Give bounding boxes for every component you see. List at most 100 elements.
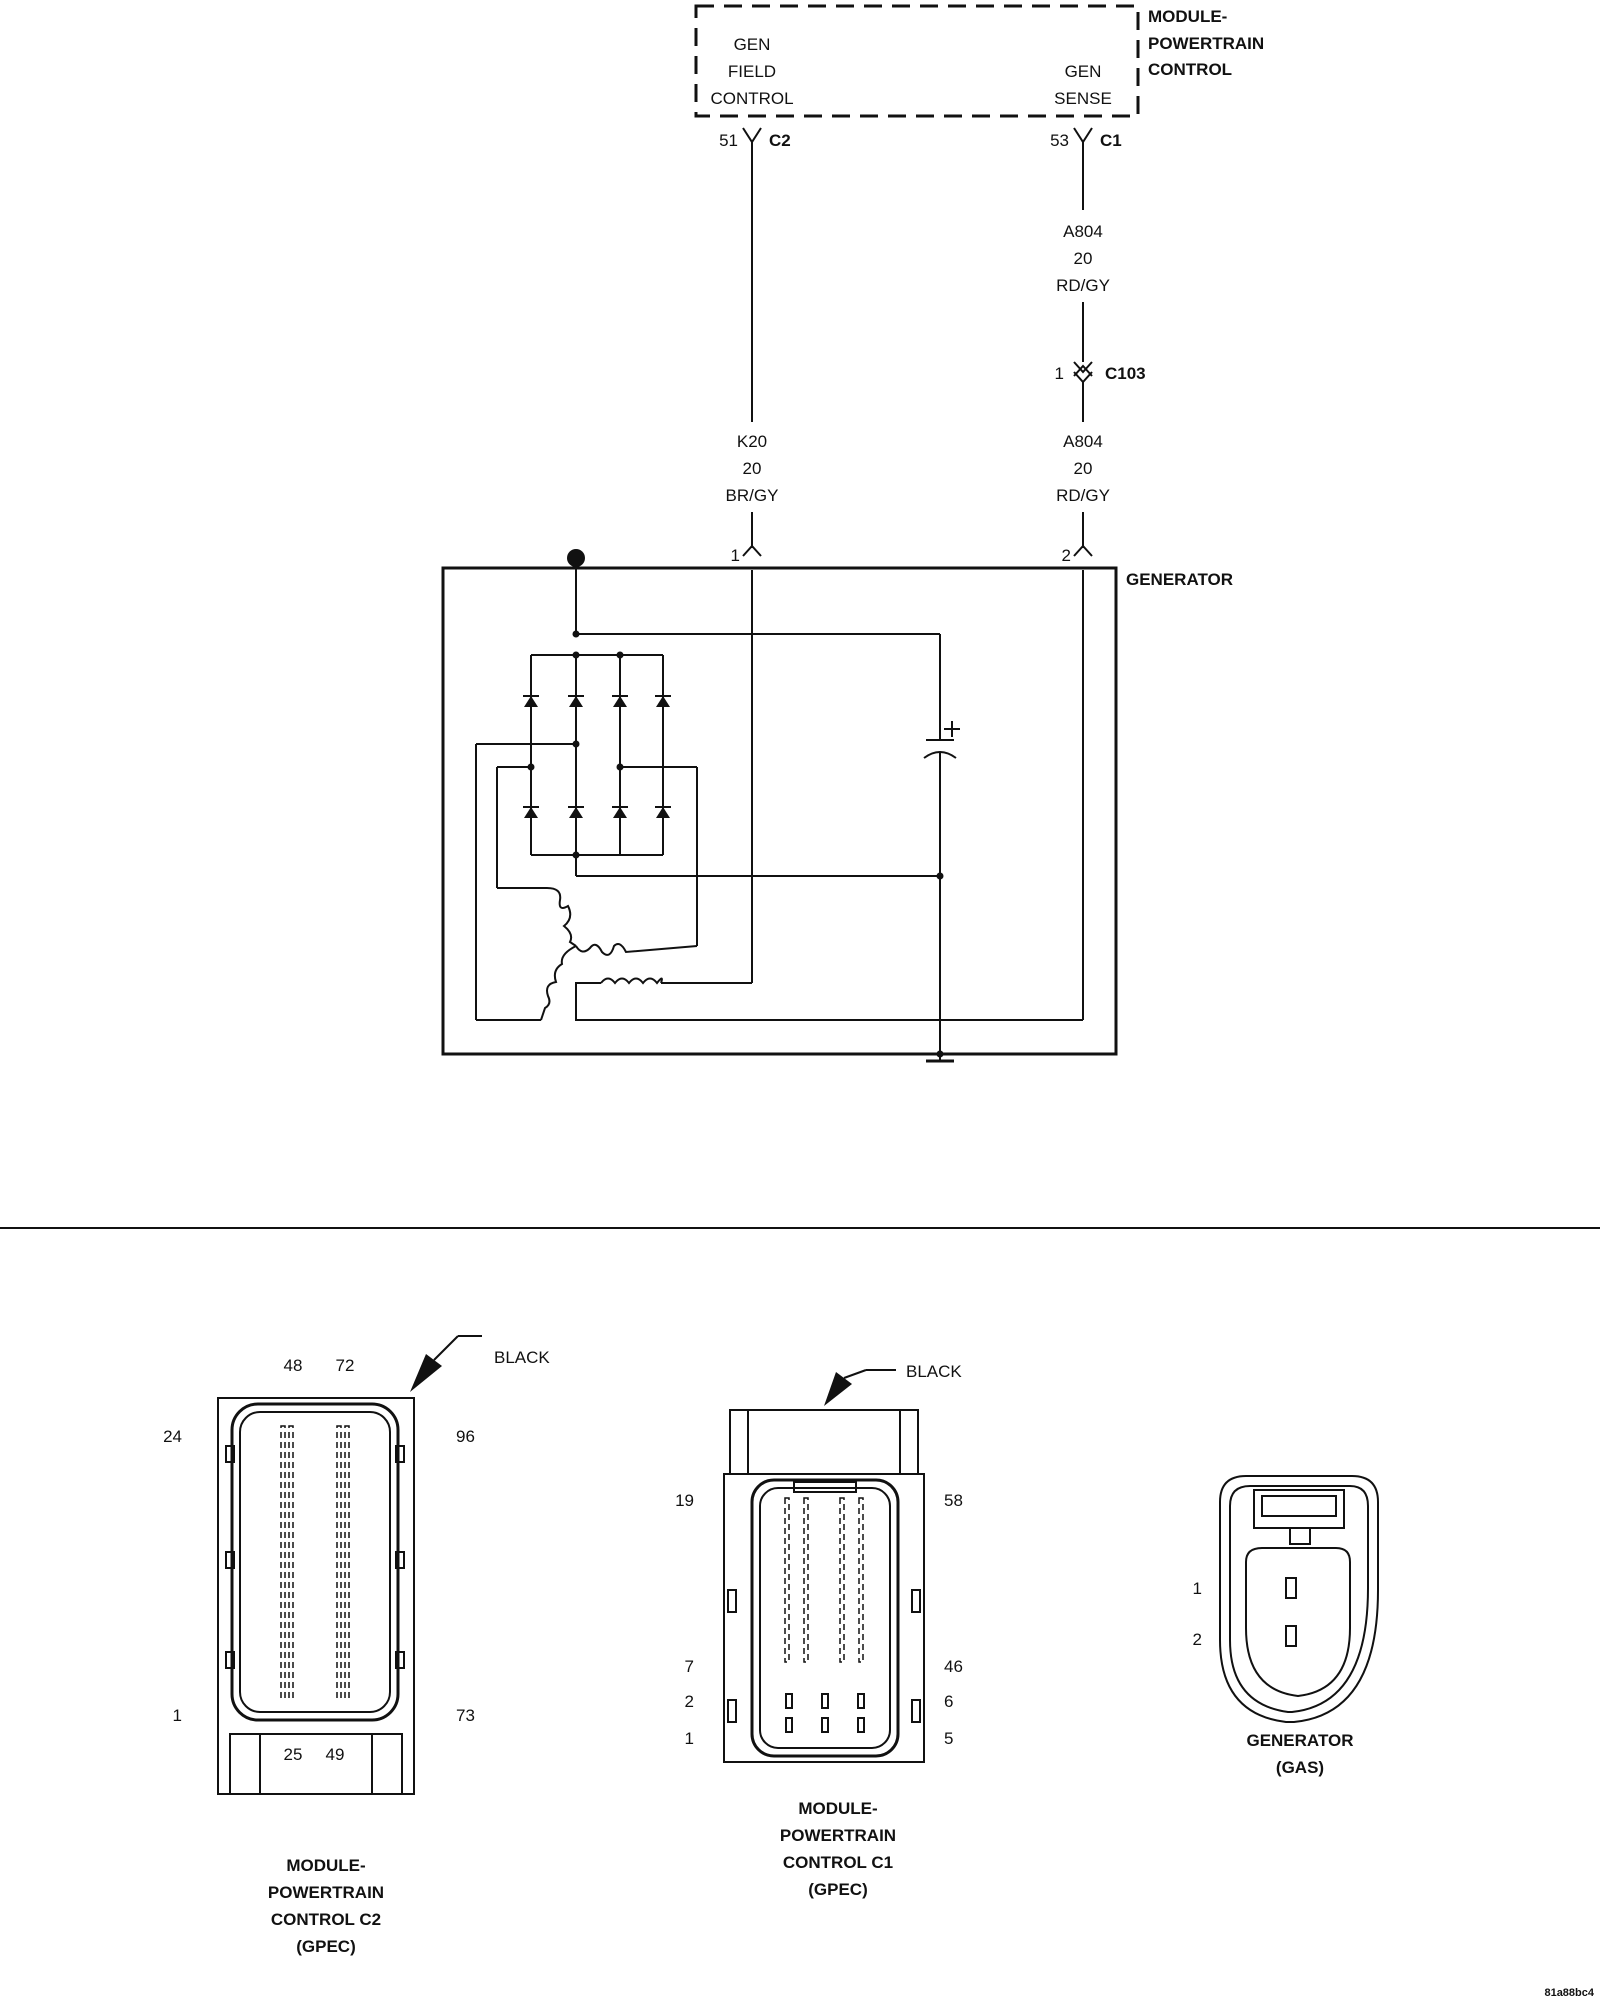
gen-sense-line-2: SENSE (1054, 89, 1112, 108)
diode-icon (613, 696, 627, 707)
junction-dot (572, 851, 580, 859)
pcm-connector-c1: C1 (1100, 131, 1122, 150)
c1-large-pin (857, 1717, 865, 1733)
generator-view-pin-2: 2 (1193, 1630, 1202, 1649)
c1-pin-6: 6 (944, 1692, 953, 1711)
c2-pin-1: 1 (173, 1706, 182, 1725)
c1-latch (911, 1699, 921, 1723)
c1-pin-column-2 (803, 1497, 809, 1663)
generator-connector-inner (1229, 1485, 1369, 1713)
c2-latch (225, 1651, 235, 1669)
c2-pin-column-icon (336, 1425, 342, 1699)
c1-large-pin (821, 1693, 829, 1709)
field-wire-lower (575, 982, 601, 1021)
c1-title-line-4: (GPEC) (808, 1880, 868, 1899)
generator-terminal-1 (1285, 1577, 1297, 1599)
diode-icon (569, 696, 583, 707)
generator-box (441, 566, 1118, 1056)
c1-large-pin (785, 1693, 793, 1709)
pcm-pin-c2: 51 C2 (719, 127, 791, 150)
wire-a804-lower-color: RD/GY (1056, 486, 1110, 505)
female-terminal-icon (742, 127, 762, 144)
c2-pin-column-3 (336, 1425, 342, 1699)
c1-large-pin (857, 1693, 865, 1709)
c2-pin-column-icon (344, 1425, 350, 1699)
wire-a804-upper-color: RD/GY (1056, 276, 1110, 295)
generator-pin-1: 1 (731, 544, 762, 565)
c1-pin-column-icon (803, 1497, 809, 1663)
c2-pin-73: 73 (456, 1706, 475, 1725)
gen-field-control-line-3: CONTROL (710, 89, 793, 108)
pcm-module: MODULE- POWERTRAIN CONTROL GEN FIELD CON… (694, 4, 1264, 118)
c1-pin-2: 2 (685, 1692, 694, 1711)
c2-title-line-2: POWERTRAIN (268, 1883, 384, 1902)
generator-pin-2-label: 2 (1062, 546, 1071, 565)
c2-pin-column-icon (280, 1425, 286, 1699)
wire-a804-lower-gauge: 20 (1074, 459, 1093, 478)
c2-pin-24: 24 (163, 1427, 182, 1446)
c2-pin-column-4 (344, 1425, 350, 1699)
c1-large-pin (785, 1717, 793, 1733)
generator-internal: GENERATOR (441, 549, 1233, 1063)
c2-latch (395, 1651, 405, 1669)
c1-latch (727, 1699, 737, 1723)
c1-pin-1: 1 (685, 1729, 694, 1748)
generator-terminal-2 (1285, 1625, 1297, 1647)
junction-dot (572, 630, 580, 638)
c1-pin-face (759, 1487, 891, 1749)
generator-connector-outer (1219, 1475, 1379, 1723)
diode-row-upper (523, 695, 671, 707)
c1-pin-column-icon (858, 1497, 864, 1663)
gen-field-control-line-1: GEN (734, 35, 771, 54)
c2-pointer-line (433, 1335, 459, 1361)
gen-sense-line-1: GEN (1065, 62, 1102, 81)
c2-inner-cavity (230, 1402, 400, 1722)
c1-key (793, 1481, 857, 1493)
wire-a804-upper-gauge: 20 (1074, 249, 1093, 268)
c2-pin-49: 49 (326, 1745, 345, 1764)
generator-pin-2: 2 (1062, 544, 1093, 565)
pcm-dashed-box (694, 4, 1140, 118)
diode-icon (524, 696, 538, 707)
generator-title: GENERATOR (1126, 570, 1233, 589)
c103-pin-1: 1 (1055, 364, 1064, 383)
c2-lower-collar (229, 1733, 403, 1795)
diode-row-lower (523, 806, 671, 818)
pcm-pin-51: 51 (719, 131, 738, 150)
diode-icon (656, 807, 670, 818)
c1-large-pins (785, 1693, 865, 1733)
c1-top-collar (729, 1409, 919, 1475)
c103-name: C103 (1105, 364, 1146, 383)
c1-title-line-2: POWERTRAIN (780, 1826, 896, 1845)
c1-pin-column-icon (784, 1497, 790, 1663)
c2-pin-column-icon (288, 1425, 294, 1699)
generator-pin-1-label: 1 (731, 546, 740, 565)
c1-pin-19: 19 (675, 1491, 694, 1510)
c2-pin-column-2 (288, 1425, 294, 1699)
generator-view-pin-1: 1 (1193, 1579, 1202, 1598)
c1-title-line-3: CONTROL C1 (783, 1853, 893, 1872)
wire-a804-upper-circuit: A804 (1063, 222, 1103, 241)
diode-icon (524, 807, 538, 818)
figure-id: 81a88bc4 (1544, 1987, 1594, 1999)
field-coil-icon (600, 977, 663, 985)
c1-color-label: BLACK (906, 1362, 962, 1381)
junction-dot (936, 1050, 944, 1058)
c1-title-line-1: MODULE- (798, 1799, 877, 1818)
c2-title-line-4: (GPEC) (296, 1937, 356, 1956)
generator-connector-key (1289, 1527, 1311, 1545)
connector-view-c2: BLACK 48 72 24 96 1 73 25 49 MODULE- POW… (163, 1335, 550, 1956)
c1-inner-cavity (750, 1478, 900, 1758)
generator-connector-face (1245, 1547, 1351, 1698)
c2-latch (395, 1551, 405, 1569)
stator-coil-1-icon (546, 887, 577, 947)
c1-pointer-line (843, 1369, 867, 1379)
c1-pointer-arrow-icon (824, 1372, 852, 1406)
male-terminal-icon (1073, 544, 1093, 557)
c1-pin-column-4 (858, 1497, 864, 1663)
c2-pin-72: 72 (336, 1356, 355, 1375)
wire-a804-lower-circuit: A804 (1063, 432, 1103, 451)
c2-title-line-3: CONTROL C2 (271, 1910, 381, 1929)
c2-title-line-1: MODULE- (286, 1856, 365, 1875)
c2-pointer-arrow-icon (410, 1354, 442, 1392)
